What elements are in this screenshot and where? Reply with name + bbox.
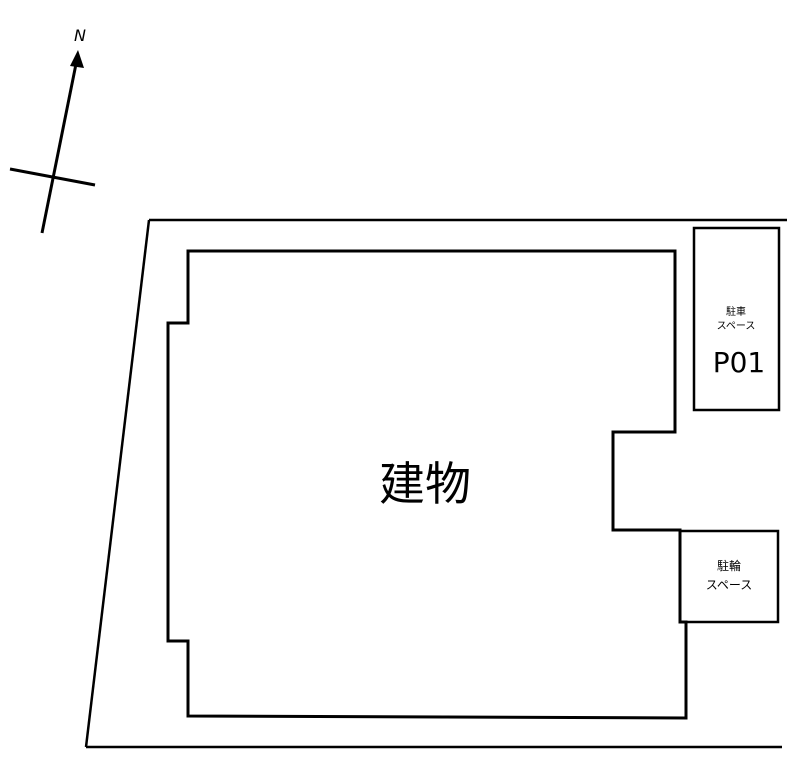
north-arrow-crossbar xyxy=(9,167,96,187)
parking-space-label-line2: スペース xyxy=(717,321,756,332)
parking-space: 駐車 スペース P01 xyxy=(692,226,781,412)
bicycle-parking-outline xyxy=(678,529,780,624)
parking-space-outline xyxy=(692,226,781,412)
bicycle-parking-label-line1: 駐輪 xyxy=(717,558,741,573)
building: 建物 xyxy=(166,249,688,720)
site-boundary-west xyxy=(84,219,151,748)
parking-space-id: P01 xyxy=(713,346,766,379)
site-boundary xyxy=(84,218,787,749)
north-arrow: N xyxy=(9,26,96,234)
bicycle-parking-space: 駐輪 スペース xyxy=(678,529,780,624)
north-arrow-shaft xyxy=(40,63,78,234)
bicycle-parking-label-line2: スペース xyxy=(706,578,753,592)
parking-space-label-line1: 駐車 xyxy=(726,305,746,318)
north-label: N xyxy=(74,26,86,45)
north-arrow-head xyxy=(70,50,84,68)
building-label: 建物 xyxy=(379,457,471,511)
